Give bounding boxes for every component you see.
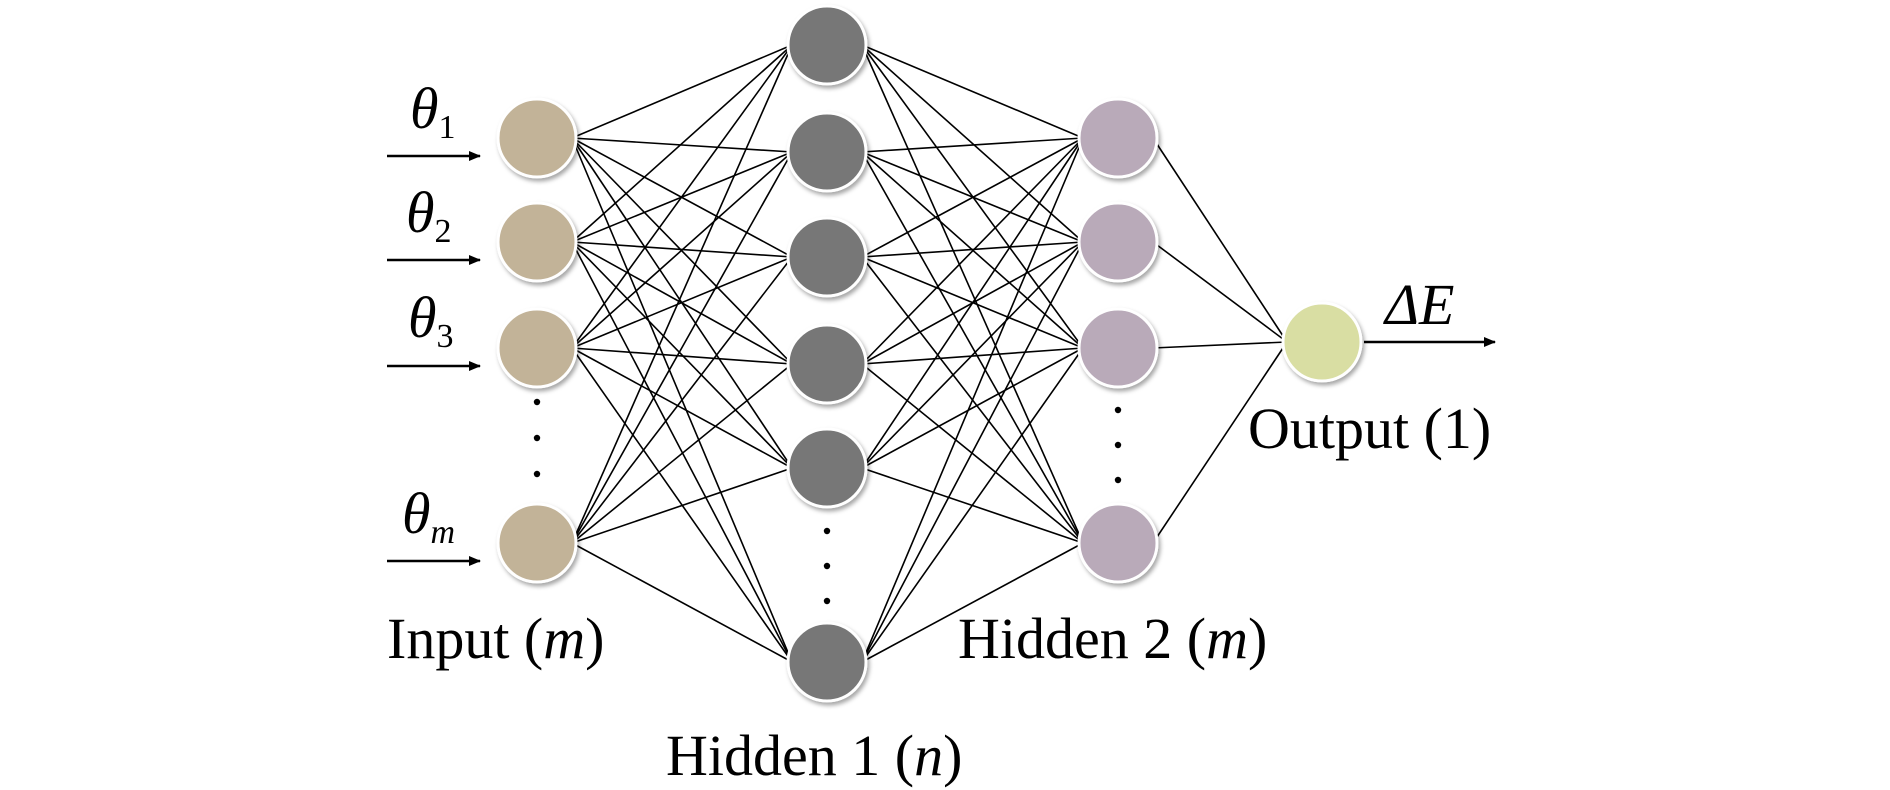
input-node-1 <box>496 97 578 179</box>
edge-input-4-to-hidden1-1 <box>571 44 793 544</box>
edge-input-2-to-hidden1-6 <box>571 241 793 663</box>
hidden1-node-2 <box>786 111 868 193</box>
hidden2-layer-label: Hidden 2 (m) <box>958 606 1267 671</box>
edge-hidden1-1-to-hidden2-4 <box>861 44 1084 544</box>
output-symbol: ΔE <box>1383 272 1454 337</box>
edge-hidden1-3-to-hidden2-1 <box>861 137 1084 258</box>
hidden2-node-2 <box>1077 201 1159 283</box>
edge-hidden1-5-to-hidden2-2 <box>861 241 1084 469</box>
hidden2-node-4 <box>1077 502 1159 584</box>
input-label-1: θ1 <box>410 76 456 146</box>
edge-input-3-to-hidden1-3 <box>571 256 793 349</box>
edge-hidden1-6-to-hidden2-4 <box>861 542 1084 663</box>
edge-hidden2-1-to-output-1 <box>1152 137 1288 343</box>
edge-input-2-to-hidden1-5 <box>571 241 793 469</box>
edge-hidden1-6-to-hidden2-1 <box>861 137 1084 663</box>
hidden2-node-1 <box>1077 97 1159 179</box>
edge-input-4-to-hidden1-2 <box>571 151 793 544</box>
edge-input-4-to-hidden1-4 <box>571 363 793 544</box>
hidden1-node-3 <box>786 216 868 298</box>
edge-input-3-to-hidden1-1 <box>571 44 793 349</box>
input-arrows <box>387 151 481 566</box>
hidden1-node-6 <box>786 621 868 703</box>
input-ellipsis <box>533 398 541 478</box>
hidden1-ellipsis <box>823 527 831 605</box>
input-node-4 <box>496 502 578 584</box>
edge-hidden1-1-to-hidden2-1 <box>861 44 1084 139</box>
input-label-m: θm <box>402 481 455 551</box>
edge-hidden1-2-to-hidden2-1 <box>861 137 1084 153</box>
edge-hidden1-1-to-hidden2-2 <box>861 44 1084 243</box>
input-node-3 <box>496 307 578 389</box>
edge-input-2-to-hidden1-1 <box>571 44 793 243</box>
edge-input-3-to-hidden1-5 <box>571 347 793 469</box>
output-node-1 <box>1281 301 1363 383</box>
edge-input-1-to-hidden1-2 <box>571 137 793 153</box>
edge-hidden1-6-to-hidden2-2 <box>861 241 1084 663</box>
edge-input-4-to-hidden1-5 <box>571 467 793 544</box>
input-layer-label: Input (m) <box>387 606 604 671</box>
input-label-3: θ3 <box>408 285 454 355</box>
hidden1-node-5 <box>786 427 868 509</box>
edge-input-3-to-hidden1-4 <box>571 347 793 365</box>
output-layer-label: Output (1) <box>1248 396 1491 461</box>
edge-hidden2-4-to-output-1 <box>1152 341 1288 544</box>
hidden1-node-1 <box>786 4 868 86</box>
edge-input-3-to-hidden1-2 <box>571 151 793 349</box>
hidden2-ellipsis <box>1114 406 1122 484</box>
edge-input-4-to-hidden1-3 <box>571 256 793 544</box>
edge-hidden1-5-to-hidden2-1 <box>861 137 1084 469</box>
edge-hidden1-5-to-hidden2-3 <box>861 347 1084 469</box>
edge-hidden1-6-to-hidden2-3 <box>861 347 1084 663</box>
hidden1-node-4 <box>786 323 868 405</box>
hidden2-node-3 <box>1077 307 1159 389</box>
edge-hidden2-3-to-output-1 <box>1152 341 1288 349</box>
edge-input-1-to-hidden1-1 <box>571 44 793 139</box>
input-node-2 <box>496 201 578 283</box>
edge-hidden1-3-to-hidden2-2 <box>861 241 1084 258</box>
edge-input-4-to-hidden1-6 <box>571 542 793 663</box>
hidden1-layer-label: Hidden 1 (n) <box>666 723 962 788</box>
edge-hidden1-4-to-hidden2-1 <box>861 137 1084 365</box>
nodes <box>496 4 1363 703</box>
edge-hidden2-2-to-output-1 <box>1152 241 1288 343</box>
input-label-2: θ2 <box>406 180 452 250</box>
edge-hidden1-2-to-hidden2-4 <box>861 151 1084 544</box>
connections <box>571 44 1288 663</box>
